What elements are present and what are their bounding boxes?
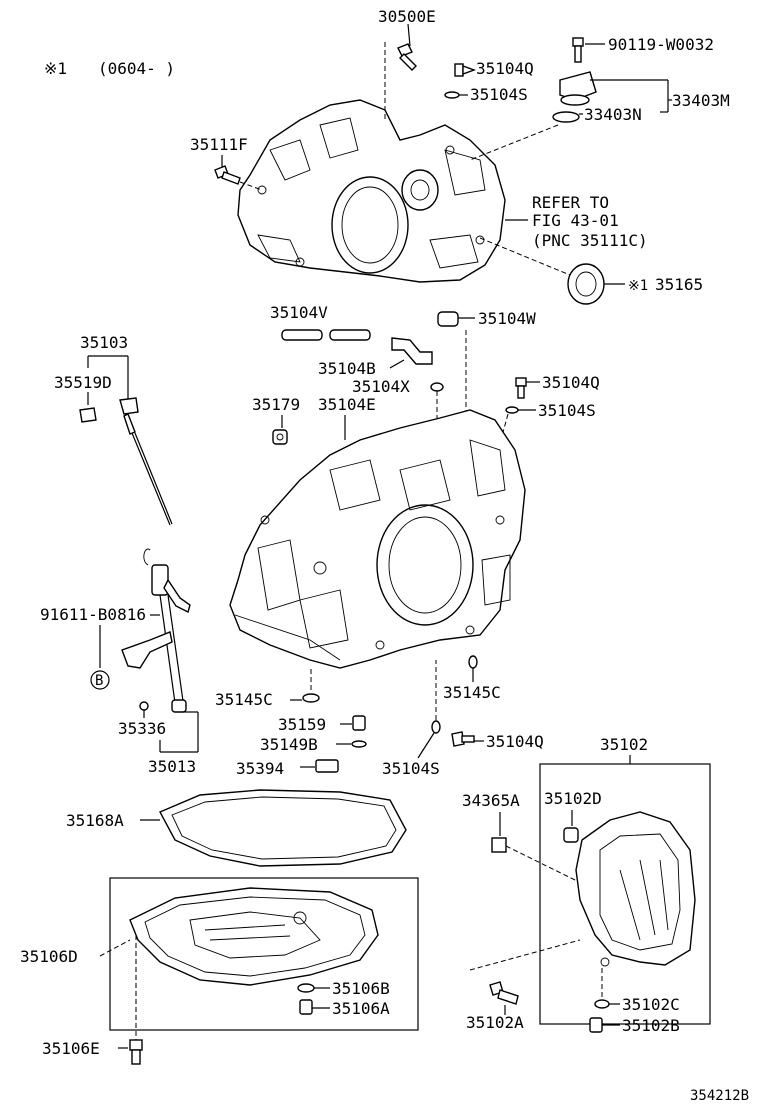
- bolt-35104Q-low: [451, 731, 475, 747]
- label-35106B: 35106B: [332, 979, 390, 998]
- label-33403N: 33403N: [584, 105, 642, 124]
- label-35145C-left: 35145C: [215, 690, 273, 709]
- label-35159: 35159: [278, 715, 326, 734]
- label-35104Q-low: 35104Q: [486, 732, 544, 751]
- label-35106E: 35106E: [42, 1039, 100, 1058]
- label-90119: 90119-W0032: [608, 35, 714, 54]
- oring-33403N: [552, 111, 580, 123]
- cover-35102: [575, 811, 696, 967]
- washer-35149B: [351, 740, 367, 748]
- label-35336: 35336: [118, 719, 166, 738]
- dipstick-clip-35519D: [79, 407, 97, 423]
- label-35104Q-mid: 35104Q: [542, 373, 600, 392]
- elbow-35104B: [391, 337, 433, 365]
- transaxle-housing-upper: [237, 99, 506, 283]
- circle-b-text: B: [95, 673, 103, 689]
- oring-35104S-low: [431, 720, 441, 734]
- plate-35394: [315, 759, 339, 773]
- oring-35104X: [430, 382, 444, 392]
- gasket-35168A: [159, 789, 407, 867]
- label-35102D: 35102D: [544, 789, 602, 808]
- dipstick-tube-35013: [143, 548, 191, 713]
- label-35104S-top: 35104S: [470, 85, 528, 104]
- oil-pan-box: [109, 877, 419, 1031]
- label-35168A: 35168A: [66, 811, 124, 830]
- label-35104B: 35104B: [318, 359, 376, 378]
- oring-35104S-mid: [505, 406, 519, 414]
- label-35394: 35394: [236, 759, 284, 778]
- bolt-90119: [572, 37, 584, 63]
- label-30500E: 30500E: [378, 7, 436, 26]
- gasket-35106B: [297, 983, 315, 993]
- plug-35145C-left: [302, 693, 320, 703]
- bolt-35102A: [489, 981, 519, 1005]
- label-34365A: 34365A: [462, 791, 520, 810]
- label-35102C: 35102C: [622, 995, 680, 1014]
- tube-35104V: [281, 329, 371, 341]
- label-35179: 35179: [252, 395, 300, 414]
- label-35106A: 35106A: [332, 999, 390, 1018]
- note-range: (0604- ): [98, 59, 175, 78]
- label-35519D: 35519D: [54, 373, 112, 392]
- drain-plug-35106A: [299, 999, 313, 1015]
- bracket-91611: [121, 631, 173, 669]
- transaxle-case: [229, 409, 526, 669]
- clip-34365A: [491, 837, 507, 853]
- label-35102B: 35102B: [622, 1016, 680, 1035]
- circle-b-marker: [90, 670, 110, 690]
- label-35104X: 35104X: [352, 377, 410, 396]
- label-35104W: 35104W: [478, 309, 536, 328]
- pipe-35104W: [437, 311, 459, 327]
- plug-35102D: [563, 827, 579, 843]
- label-35104S-mid: 35104S: [538, 401, 596, 420]
- label-91611: 91611-B0816: [40, 605, 146, 624]
- bolt-35104Q-top: [454, 63, 477, 77]
- label-35104V: 35104V: [270, 303, 328, 322]
- oil-pan-35106D: [129, 887, 379, 986]
- label-35103: 35103: [80, 333, 128, 352]
- label-35149B: 35149B: [260, 735, 318, 754]
- label-35145C-right: 35145C: [443, 683, 501, 702]
- plug-35159: [352, 715, 366, 731]
- oring-35102C: [594, 999, 610, 1009]
- label-35111F: 35111F: [190, 135, 248, 154]
- oil-seal-35165: [567, 263, 605, 305]
- bolt-30500E: [397, 43, 417, 71]
- label-33403M: 33403M: [672, 91, 730, 110]
- plug-35102B: [589, 1017, 603, 1033]
- label-35104Q-top: 35104Q: [476, 59, 534, 78]
- oring-35145C-right: [468, 655, 478, 669]
- pin-35336: [139, 701, 149, 718]
- label-35165: 35165: [655, 275, 703, 294]
- label-35104S-low: 35104S: [382, 759, 440, 778]
- bolt-35104Q-mid: [515, 377, 527, 399]
- refer-line1: REFER TO: [532, 193, 609, 212]
- sensor-33403M: [559, 71, 597, 106]
- label-35102: 35102: [600, 735, 648, 754]
- label-35102A: 35102A: [466, 1013, 524, 1032]
- cover-box-35102: [539, 763, 711, 1025]
- bolt-35106E: [129, 1039, 143, 1065]
- refer-line2: FIG 43-01: [532, 211, 619, 230]
- refer-line3: (PNC 35111C): [532, 231, 648, 250]
- plug-35179: [272, 429, 288, 445]
- figure-id: 354212B: [690, 1088, 749, 1104]
- dipstick-35103: [119, 397, 173, 526]
- label-35104E: 35104E: [318, 395, 376, 414]
- bolt-35111F: [214, 165, 241, 185]
- star-ref-35165: ※1: [628, 278, 648, 294]
- oring-35104S-top: [444, 91, 460, 99]
- note-star: ※1: [44, 59, 67, 78]
- label-35013: 35013: [148, 757, 196, 776]
- label-35106D: 35106D: [20, 947, 78, 966]
